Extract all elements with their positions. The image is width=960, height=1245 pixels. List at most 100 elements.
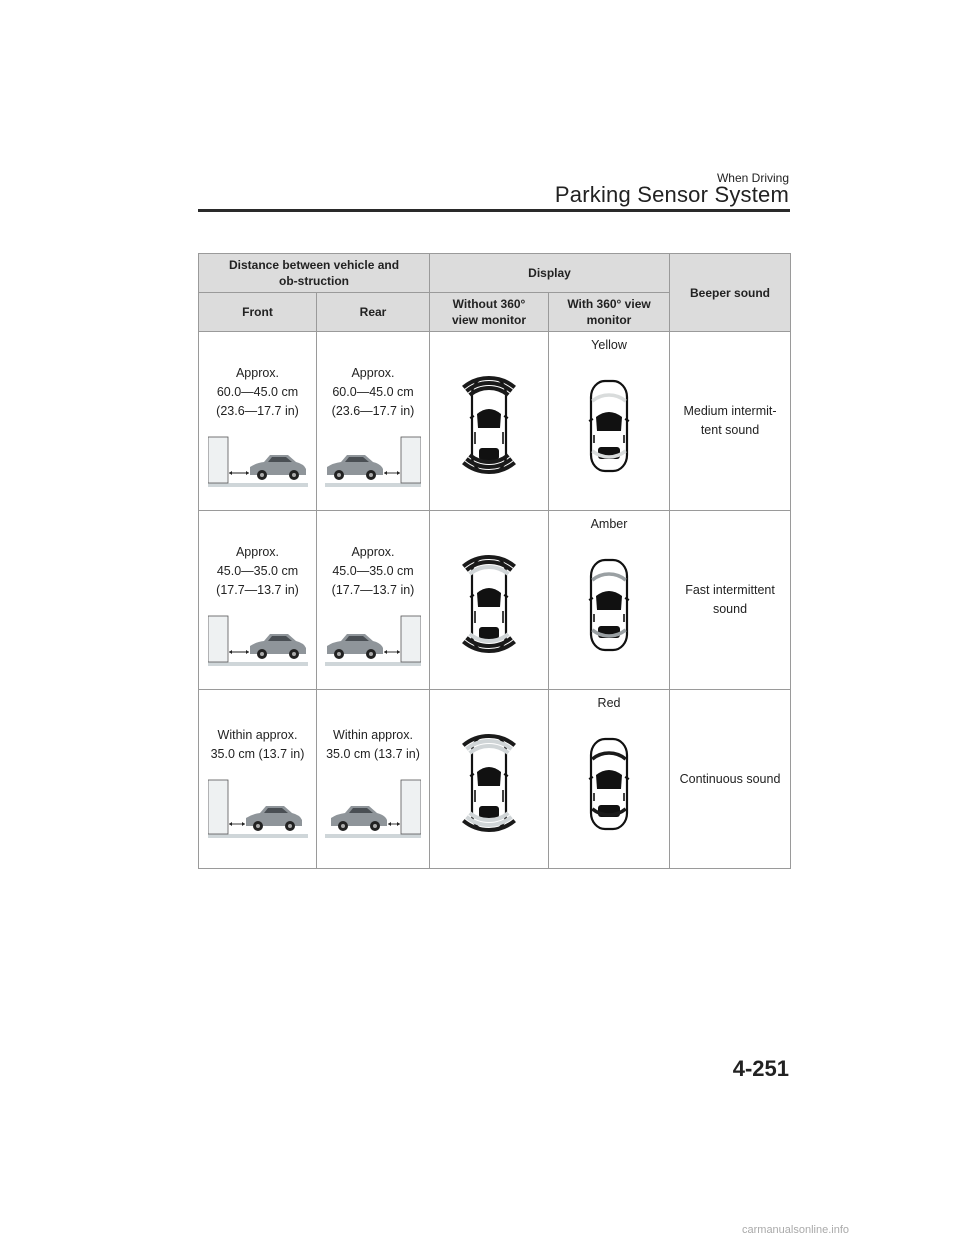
windshield [477, 588, 502, 607]
beeper-cell: Medium intermit- tent sound [669, 331, 792, 511]
sensor-display-with-360 [588, 379, 630, 473]
rear-parking-illustration [325, 436, 421, 487]
wall [207, 779, 228, 835]
table-row: Within approx. 35.0 cm (13.7 in) Within … [198, 689, 792, 869]
arrow-head-left [388, 822, 391, 826]
rear-distance-cell: Within approx. 35.0 cm (13.7 in) [315, 689, 431, 869]
beeper-cell: Fast intermittent sound [669, 510, 792, 690]
arrow-head-right [397, 822, 400, 826]
front-sensor-arc [465, 560, 513, 572]
front-parking-illustration [207, 615, 308, 666]
rear-sensor-arc [462, 819, 516, 832]
windshield [596, 770, 623, 789]
car-side-icon [249, 634, 306, 659]
rear-sensor-arc [468, 632, 510, 644]
front-parking-illustration [207, 436, 308, 487]
parking-sensor-table: Distance between vehicle and ob-structio… [197, 253, 792, 869]
display-with-360-cell: Amber [548, 510, 671, 690]
rear-window [479, 627, 500, 639]
arrow-head-left [228, 822, 232, 826]
segment-divider [468, 542, 472, 556]
car-side-icon [327, 455, 383, 480]
segment-divider [468, 473, 472, 487]
table-row: Approx. 60.0—45.0 cm (23.6—17.7 in) Appr… [198, 331, 792, 511]
car-top-icon [588, 737, 630, 831]
car-side-icon [331, 806, 387, 831]
header-display: Display [429, 253, 671, 293]
ground-strip [207, 662, 308, 666]
rear-sensor-arc [465, 815, 513, 827]
front-sensor-arc [462, 376, 516, 389]
segment-divider [468, 721, 472, 735]
segment-divider [506, 542, 510, 556]
rear-distance-cell: Approx. 60.0—45.0 cm (23.6—17.7 in) [315, 331, 431, 511]
rear-sensor-arc [591, 628, 627, 638]
page-number: 4-251 [732, 1056, 789, 1081]
segment-divider [468, 652, 472, 666]
front-sensor-arc [465, 739, 513, 751]
windshield [477, 767, 502, 786]
rear-parking-illustration [325, 615, 421, 666]
mirror-right [624, 418, 630, 422]
header-distance: Distance between vehicle and ob-structio… [197, 253, 431, 293]
rear-sensor-arc [591, 449, 627, 459]
car-side-icon [327, 634, 383, 659]
sensor-display-with-360 [588, 737, 630, 831]
section-label: When Driving [716, 171, 789, 185]
rear-sensor-arc [468, 453, 510, 465]
table-row: Approx. 45.0—35.0 cm (17.7—13.7 in) Appr… [198, 510, 792, 690]
wall [207, 615, 228, 663]
rear-sensor-arc [468, 811, 510, 823]
rear-sensor-arc [462, 461, 516, 474]
ground-strip [325, 834, 421, 838]
header-beeper: Beeper sound [669, 253, 792, 332]
windshield [477, 409, 502, 428]
front-sensor-arc [462, 555, 516, 568]
sensor-display-without-360 [462, 363, 516, 487]
segment-divider [506, 721, 510, 735]
mirror-left [469, 415, 475, 419]
mirror-right [503, 415, 509, 419]
rear-parking-illustration [325, 779, 421, 838]
front-sensor-arc [591, 751, 627, 761]
mirror-left [588, 776, 594, 780]
windshield [596, 591, 623, 610]
page-title: Parking Sensor System [554, 182, 789, 207]
wall [400, 436, 421, 484]
header-divider [198, 209, 790, 212]
mirror-left [588, 418, 594, 422]
header-with-360: With 360° view monitor [548, 292, 671, 332]
mirror-right [503, 594, 509, 598]
car-top-icon [588, 558, 630, 652]
header-without-360: Without 360° view monitor [429, 292, 550, 332]
front-sensor-arc [591, 393, 627, 403]
car-side-icon [245, 806, 302, 831]
front-sensor-arc [591, 572, 627, 582]
display-without-360-cell [429, 331, 550, 511]
wall [207, 436, 228, 484]
wall [400, 615, 421, 663]
sensor-display-with-360 [588, 558, 630, 652]
windshield [596, 412, 623, 431]
segment-divider [506, 363, 510, 377]
display-without-360-cell [429, 510, 550, 690]
mirror-right [503, 773, 509, 777]
front-sensor-arc [468, 743, 510, 755]
display-with-360-cell: Red [548, 689, 671, 869]
front-distance-cell: Approx. 45.0—35.0 cm (17.7—13.7 in) [198, 510, 317, 690]
ground-strip [207, 483, 308, 487]
front-parking-illustration [207, 779, 308, 838]
segment-divider [506, 473, 510, 487]
arrow-head-right [245, 471, 249, 475]
rear-sensor-arc [591, 807, 627, 817]
arrow-head-right [245, 650, 249, 654]
arrow-head-right [397, 650, 400, 654]
arrow-head-right [241, 822, 245, 826]
rear-sensor-arc [465, 457, 513, 469]
mirror-right [624, 776, 630, 780]
rear-window [479, 806, 500, 818]
watermark-text: carmanualsonline.info [742, 1224, 850, 1236]
arrow-head-right [397, 471, 400, 475]
front-distance-cell: Approx. 60.0—45.0 cm (23.6—17.7 in) [198, 331, 317, 511]
wall [400, 779, 421, 835]
